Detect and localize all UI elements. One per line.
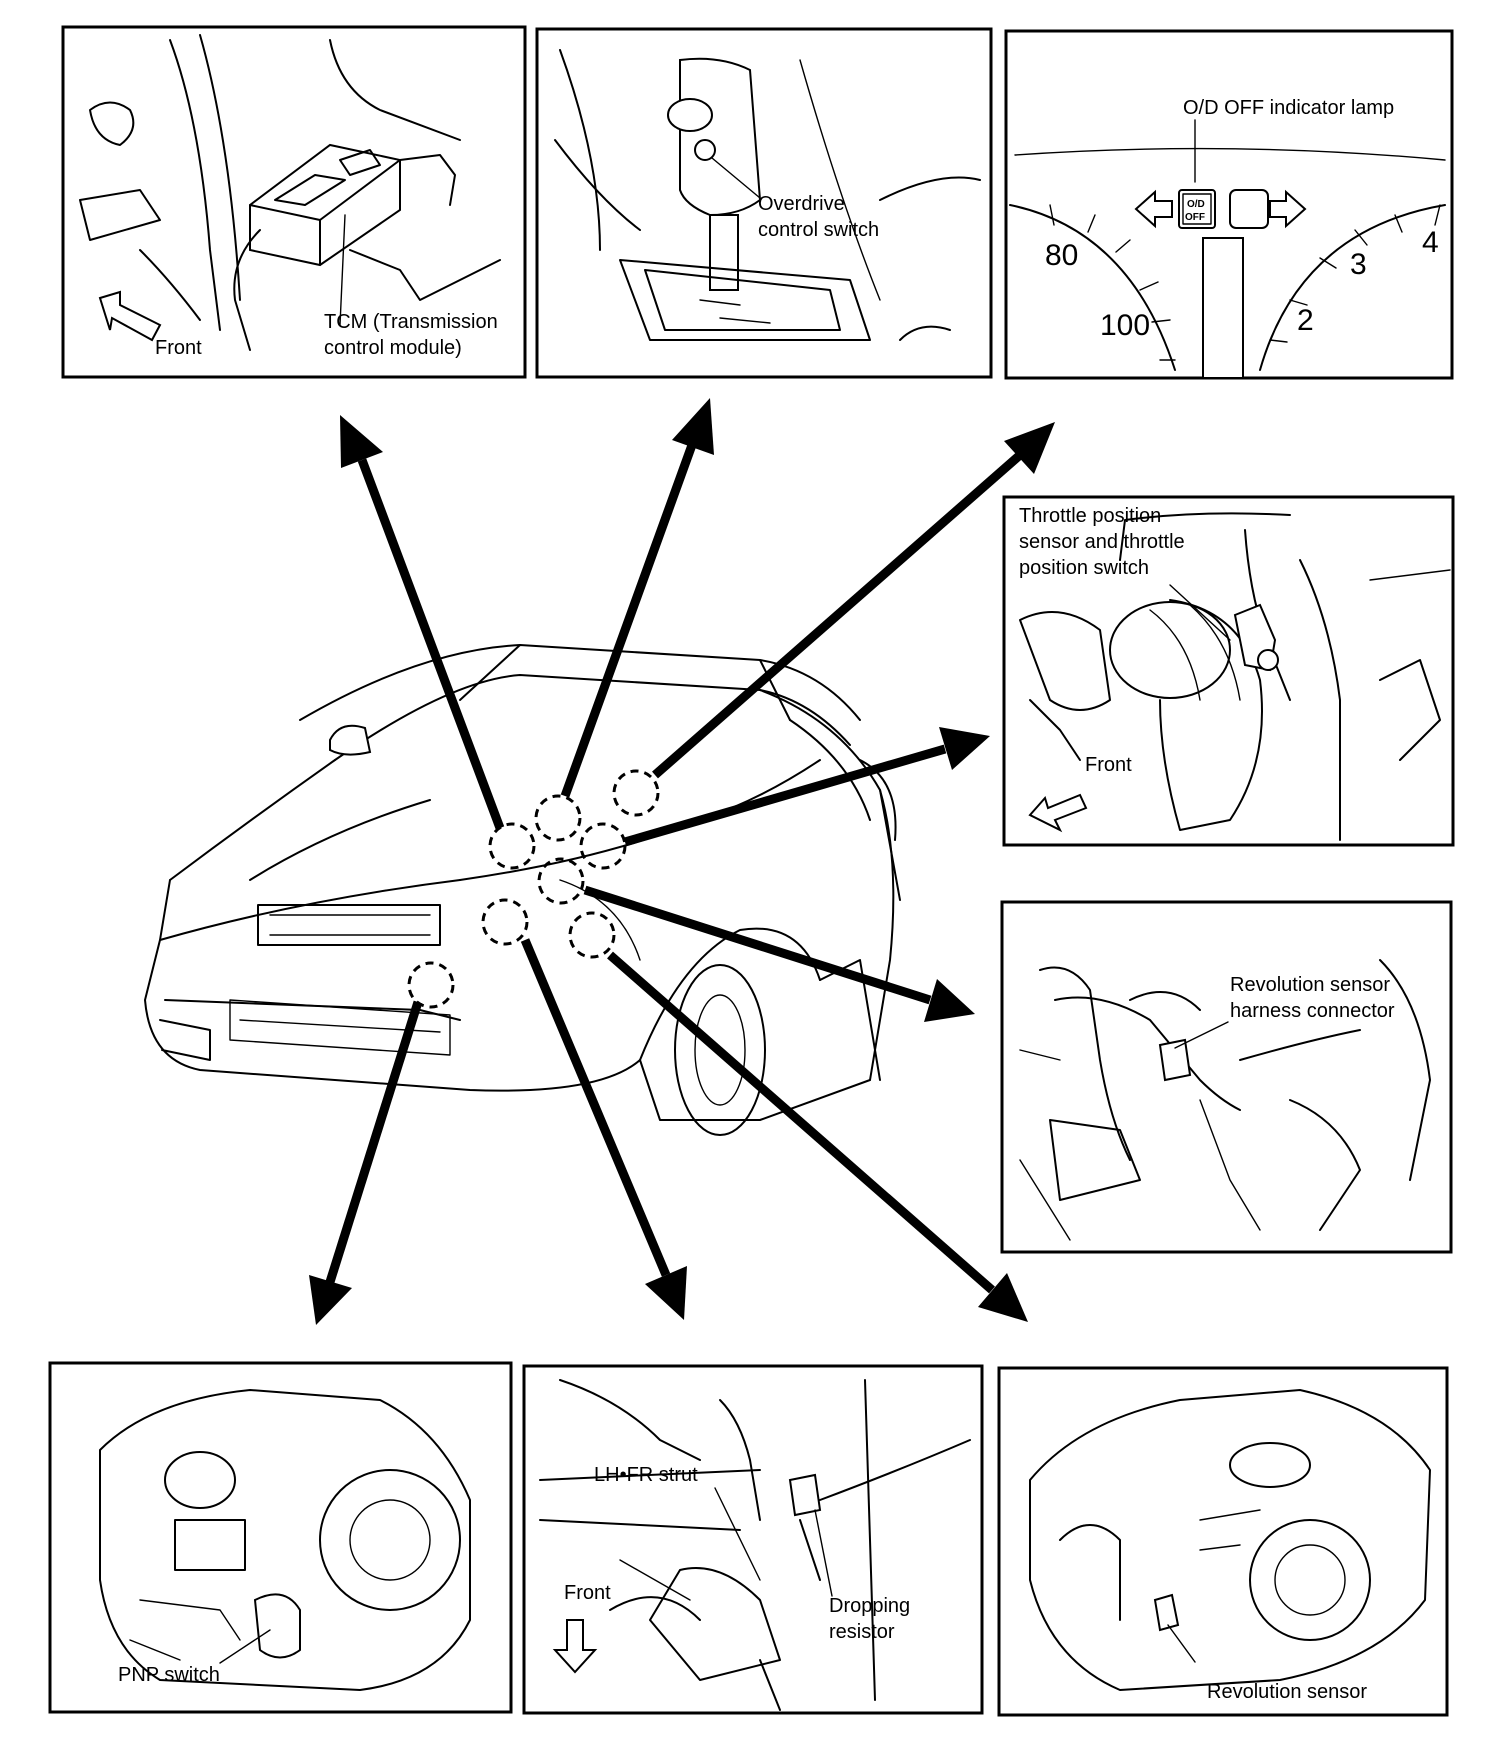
rev-sensor-label: Revolution sensor xyxy=(1207,1681,1367,1703)
rev-sensor-illustration xyxy=(1029,1389,1431,1691)
rev-connector-label-line1: Revolution sensor xyxy=(1230,974,1390,996)
od-lamp-line2: OFF xyxy=(1185,212,1205,223)
throttle-illustration xyxy=(1019,512,1451,841)
marker-throttle xyxy=(579,822,627,870)
throttle-label-line1: Throttle position xyxy=(1019,505,1161,527)
gauge-4: 4 xyxy=(1422,226,1439,259)
throttle-label-line2: sensor and throttle xyxy=(1019,531,1185,553)
pnp-illustration xyxy=(99,1389,471,1691)
overdrive-label-line2: control switch xyxy=(758,219,879,241)
resistor-front-label: Front xyxy=(564,1582,611,1604)
panel-pnp: PNP switch xyxy=(48,1361,513,1714)
marker-resistor xyxy=(481,898,529,946)
od-lamp-line1: O/D xyxy=(1187,199,1205,210)
panel-rev-sensor: Revolution sensor xyxy=(997,1366,1449,1717)
pnp-label: PNP switch xyxy=(118,1664,220,1686)
panel-od-lamp: O/D OFF indicator lamp 80 100 2 3 4 O/D … xyxy=(1004,29,1454,380)
marker-center xyxy=(537,857,585,905)
od-off-lamp xyxy=(1178,189,1216,229)
arrow-to-resistor xyxy=(520,938,687,1320)
marker-rev-connector xyxy=(568,911,616,959)
front-arrow-icon xyxy=(1028,793,1088,833)
od-lamp-label: O/D OFF indicator lamp xyxy=(1183,97,1394,119)
rev-connector-label-line2: harness connector xyxy=(1230,1000,1395,1022)
overdrive-illustration xyxy=(554,49,981,341)
gauge-80: 80 xyxy=(1045,239,1078,272)
tcm-illustration xyxy=(79,34,501,351)
tcm-label-line1: TCM (Transmission xyxy=(324,311,498,333)
resistor-label-line2: resistor xyxy=(829,1621,895,1643)
throttle-front-label: Front xyxy=(1085,754,1132,776)
right-turn-icon xyxy=(1269,189,1307,229)
marker-tcm xyxy=(488,822,536,870)
arrow-to-od-lamp xyxy=(652,422,1055,779)
strut-label: LH•FR strut xyxy=(594,1464,698,1486)
panel-throttle: Throttle position sensor and throttle po… xyxy=(1002,495,1455,847)
throttle-label-line3: position switch xyxy=(1019,557,1149,579)
resistor-label-line1: Dropping xyxy=(829,1595,910,1617)
arrow-to-pnp xyxy=(309,1000,423,1325)
front-arrow-icon xyxy=(98,290,162,342)
rev-connector-illustration xyxy=(1019,959,1431,1241)
marker-od-lamp xyxy=(612,769,660,817)
car-illustration xyxy=(144,644,901,1136)
left-turn-icon xyxy=(1134,189,1173,229)
tcm-front-label: Front xyxy=(155,337,202,359)
arrow-to-tcm xyxy=(340,415,505,830)
overdrive-label-line1: Overdrive xyxy=(758,193,845,215)
resistor-illustration xyxy=(539,1379,971,1711)
tcm-label-line2: control module) xyxy=(324,337,462,359)
location-markers xyxy=(407,769,660,1009)
arrow-to-rev-sensor xyxy=(607,951,1028,1322)
gauge-2: 2 xyxy=(1297,304,1314,337)
panel-rev-connector: Revolution sensor harness connector xyxy=(1000,900,1453,1254)
gauge-3: 3 xyxy=(1350,248,1367,281)
panel-resistor: LH•FR strut Front Dropping resistor xyxy=(522,1364,984,1715)
arrow-to-rev-connector xyxy=(583,885,975,1022)
blank-indicator xyxy=(1229,189,1269,229)
marker-overdrive xyxy=(534,794,582,842)
panel-tcm: Front TCM (Transmission control module) xyxy=(61,25,527,379)
arrow-to-overdrive xyxy=(560,398,714,798)
marker-pnp xyxy=(407,961,455,1009)
gauge-100: 100 xyxy=(1100,309,1150,342)
front-arrow-icon xyxy=(552,1619,598,1674)
panel-overdrive: Overdrive control switch xyxy=(535,27,993,379)
arrow-to-throttle xyxy=(623,727,990,847)
callout-arrows xyxy=(309,398,1055,1325)
